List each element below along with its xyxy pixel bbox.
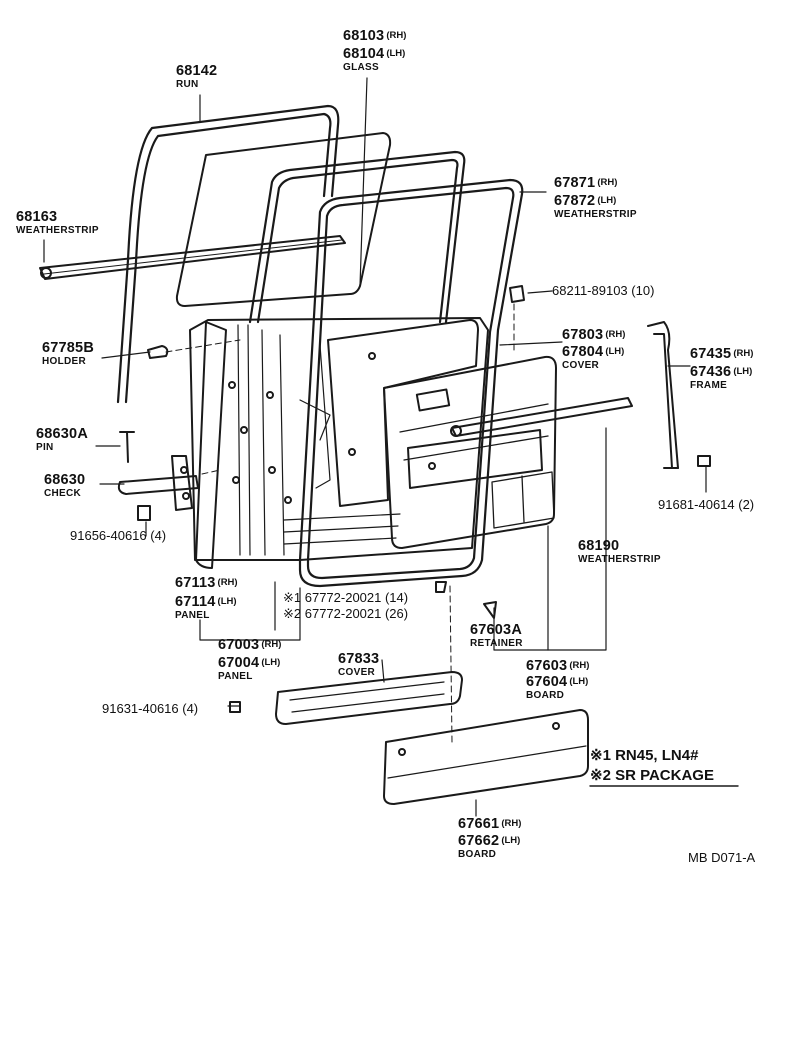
label-67604: 67604(LH) BOARD: [526, 674, 589, 701]
lower-cover: [275, 671, 463, 725]
label-67662: 67662(LH) BOARD: [458, 833, 521, 860]
label-67804: 67804(LH) COVER: [562, 344, 625, 371]
label-67435: 67435(RH): [690, 346, 754, 362]
dashed-lines: [165, 303, 515, 743]
hinge-pin: [119, 431, 135, 463]
label-91681: 91681-40614 (2): [658, 497, 755, 512]
label-67113: 67113(RH): [175, 575, 238, 591]
label-67871: 67871(RH): [554, 175, 618, 191]
lower-board: [383, 709, 589, 805]
bolts: [137, 455, 711, 713]
label-67833: 67833 COVER: [338, 651, 380, 678]
service-hole-cover: [327, 319, 479, 507]
door-panel-inner: [189, 317, 489, 561]
door-outer-panel: [195, 321, 227, 569]
retainer-clip: [483, 601, 497, 619]
label-68104: 68104(LH) GLASS: [343, 46, 406, 73]
label-67603: 67603(RH): [526, 658, 590, 674]
label-67772-a: ※1 67772-20021 (14): [283, 590, 409, 605]
label-67114: 67114(LH) PANEL: [175, 594, 237, 621]
label-67661: 67661(RH): [458, 816, 522, 832]
label-67436: 67436(LH) FRAME: [690, 364, 753, 391]
label-67772-b: ※2 67772-20021 (26): [283, 606, 409, 621]
label-67872: 67872(LH) WEATHERSTRIP: [554, 193, 637, 220]
label-67785b: 67785B HOLDER: [42, 340, 94, 367]
label-67003: 67003(RH): [218, 637, 282, 653]
label-68163: 68163 WEATHERSTRIP: [16, 209, 99, 236]
label-68630: 68630 CHECK: [44, 472, 86, 499]
clip-68211: [509, 285, 525, 303]
belt-weatherstrip: [39, 235, 346, 280]
label-67004: 67004(LH) PANEL: [218, 655, 281, 682]
door-trim-board: [383, 355, 557, 549]
label-67803: 67803(RH): [562, 327, 626, 343]
label-67603a: 67603A RETAINER: [470, 622, 523, 649]
diagram-code: MB D071-A: [688, 850, 756, 865]
label-68630a: 68630A PIN: [36, 426, 88, 453]
door-check: [117, 455, 199, 511]
door-weatherstrip: [248, 150, 524, 588]
leader-lines: [43, 77, 707, 817]
label-91631: 91631-40616 (4): [102, 701, 199, 716]
label-91656: 91656-40616 (4): [70, 528, 167, 543]
note-2: ※2 SR PACKAGE: [590, 767, 714, 784]
label-68103: 68103(RH): [343, 28, 407, 44]
door-glass: [175, 132, 392, 307]
note-1: ※1 RN45, LN4#: [590, 747, 699, 764]
label-68142: 68142 RUN: [176, 63, 218, 90]
inner-weatherstrip: [450, 397, 633, 437]
label-68211: 68211-89103 (10): [552, 283, 655, 298]
label-68190: 68190 WEATHERSTRIP: [578, 538, 661, 565]
holder-67785b: [147, 345, 169, 359]
door-frame-channel: [647, 321, 679, 469]
glass-run: [116, 104, 340, 404]
